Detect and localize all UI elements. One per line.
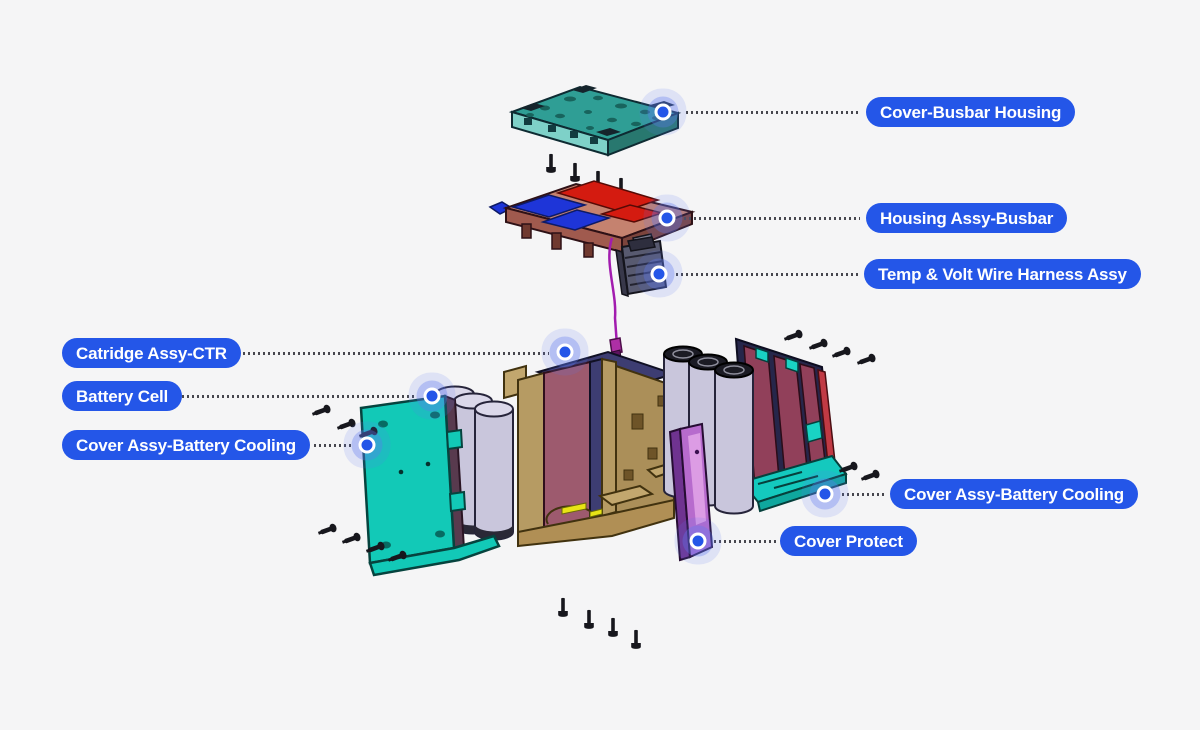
leader-line	[684, 217, 860, 220]
leader-line	[842, 493, 886, 496]
part-label-text: Cover Assy-Battery Cooling	[76, 435, 296, 455]
part-catridge-assy-ctr	[503, 350, 679, 548]
part-marker-cover-busbar-housing[interactable]	[654, 103, 672, 121]
bottom-screws	[558, 597, 641, 649]
part-label-temp-volt-wire-harness-assy[interactable]: Temp & Volt Wire Harness Assy	[864, 259, 1141, 289]
part-cover-assy-battery-cooling-left	[359, 394, 501, 577]
part-label-catridge-assy-ctr[interactable]: Catridge Assy-CTR	[62, 338, 241, 368]
part-label-text: Cover Protect	[794, 531, 903, 551]
part-label-text: Temp & Volt Wire Harness Assy	[878, 264, 1127, 284]
leader-line	[182, 395, 416, 398]
part-marker-cover-assy-battery-cooling-left[interactable]	[358, 436, 376, 454]
part-marker-battery-cell[interactable]	[423, 387, 441, 405]
part-label-cover-assy-battery-cooling-right[interactable]: Cover Assy-Battery Cooling	[890, 479, 1138, 509]
part-marker-housing-assy-busbar[interactable]	[658, 209, 676, 227]
part-marker-cover-assy-battery-cooling-right[interactable]	[816, 485, 834, 503]
part-label-cover-protect[interactable]: Cover Protect	[780, 526, 917, 556]
part-marker-cover-protect[interactable]	[689, 532, 707, 550]
part-cover-busbar-housing	[508, 85, 682, 157]
part-marker-catridge-assy-ctr[interactable]	[556, 343, 574, 361]
leader-line	[686, 111, 860, 114]
leader-line	[714, 540, 776, 543]
part-label-housing-assy-busbar[interactable]: Housing Assy-Busbar	[866, 203, 1068, 233]
part-label-text: Housing Assy-Busbar	[880, 208, 1054, 228]
part-marker-temp-volt-wire-harness-assy[interactable]	[650, 265, 668, 283]
part-label-text: Cover Assy-Battery Cooling	[904, 484, 1124, 504]
part-label-text: Battery Cell	[76, 386, 169, 406]
part-label-text: Cover-Busbar Housing	[880, 102, 1062, 122]
part-label-cover-busbar-housing[interactable]: Cover-Busbar Housing	[866, 97, 1076, 127]
part-cover-protect	[668, 422, 714, 562]
leader-line	[314, 444, 352, 447]
part-label-text: Catridge Assy-CTR	[76, 343, 227, 363]
part-label-cover-assy-battery-cooling-left[interactable]: Cover Assy-Battery Cooling	[62, 430, 310, 460]
leader-line	[676, 273, 858, 276]
leader-line	[243, 352, 549, 355]
part-label-battery-cell[interactable]: Battery Cell	[62, 381, 183, 411]
